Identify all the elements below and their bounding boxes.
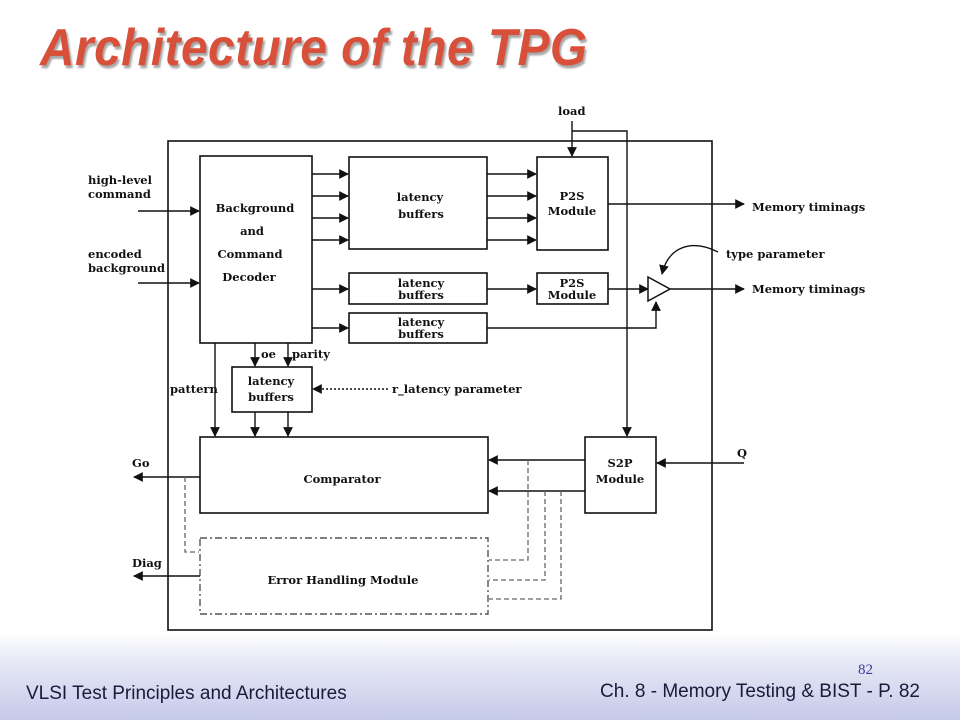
input-high-level-2: command	[88, 187, 151, 201]
slide-title: Architecture of the TPG	[40, 19, 588, 77]
s2p-module	[584, 436, 657, 514]
input-high-level-1: high-level	[88, 173, 153, 187]
latency-buffers-main	[348, 156, 488, 250]
input-encoded-1: encoded	[88, 247, 142, 261]
latency-to-p2s-arrows	[487, 169, 537, 245]
signal-oe: oe	[261, 347, 276, 361]
output-memory-timings-1: Memory timinags	[752, 200, 865, 214]
p2s-bottom-label-2: Module	[548, 288, 597, 302]
footer-chapter-page: Ch. 8 - Memory Testing & BIST - P. 82	[600, 681, 920, 702]
output-diag: Diag	[132, 556, 162, 570]
input-load: load	[558, 104, 586, 118]
label-r-latency: r_latency parameter	[392, 382, 522, 397]
input-q: Q	[737, 446, 747, 460]
p2s-top-label-1: P2S	[560, 189, 585, 203]
input-encoded-2: background	[88, 261, 165, 275]
decoder-label-4: Decoder	[222, 270, 276, 284]
latency-buffers-small	[231, 366, 313, 413]
output-memory-timings-2: Memory timinags	[752, 282, 865, 296]
type-parameter-curve	[659, 244, 719, 275]
output-go: Go	[132, 456, 150, 470]
decoder-to-latency-arrows	[312, 169, 349, 245]
decoder-label-3: Command	[217, 247, 282, 261]
latency-2-label-1: latency	[398, 276, 445, 290]
error-handling-label: Error Handling Module	[268, 573, 419, 587]
footer-course-title: VLSI Test Principles and Architectures	[26, 683, 347, 704]
latency-main-label-1: latency	[397, 190, 444, 204]
signal-parity: parity	[292, 347, 330, 361]
page-number-small: 82	[858, 662, 873, 678]
dashed-interconnects	[184, 460, 562, 600]
label-type-parameter: type parameter	[726, 247, 825, 261]
decoder-label-2: and	[240, 224, 264, 238]
decoder-block	[199, 155, 313, 344]
signal-pattern: pattern	[170, 382, 218, 396]
latency-2-label-2: buffers	[398, 288, 444, 302]
comparator-label: Comparator	[303, 472, 381, 486]
s2p-label-2: Module	[596, 472, 645, 486]
p2s-top-label-2: Module	[548, 204, 597, 218]
latency-3-label-1: latency	[398, 315, 445, 329]
comparator-block	[199, 436, 489, 514]
footer-band	[0, 632, 960, 720]
latency-3-label-2: buffers	[398, 327, 444, 341]
p2s-bottom-label-1: P2S	[560, 276, 585, 290]
latency-small-label-2: buffers	[248, 390, 294, 404]
latency3-to-buffer-enable	[487, 301, 661, 329]
tpg-architecture-diagram: Background and Command Decoder high-leve…	[88, 104, 865, 631]
latency-main-label-2: buffers	[398, 207, 444, 221]
tristate-buffer-icon	[647, 275, 672, 303]
load-line-to-s2p	[572, 130, 632, 437]
tpg-boundary	[167, 140, 713, 631]
s2p-label-1: S2P	[608, 456, 633, 470]
latency-small-label-1: latency	[248, 374, 295, 388]
decoder-label-1: Background	[216, 201, 295, 215]
